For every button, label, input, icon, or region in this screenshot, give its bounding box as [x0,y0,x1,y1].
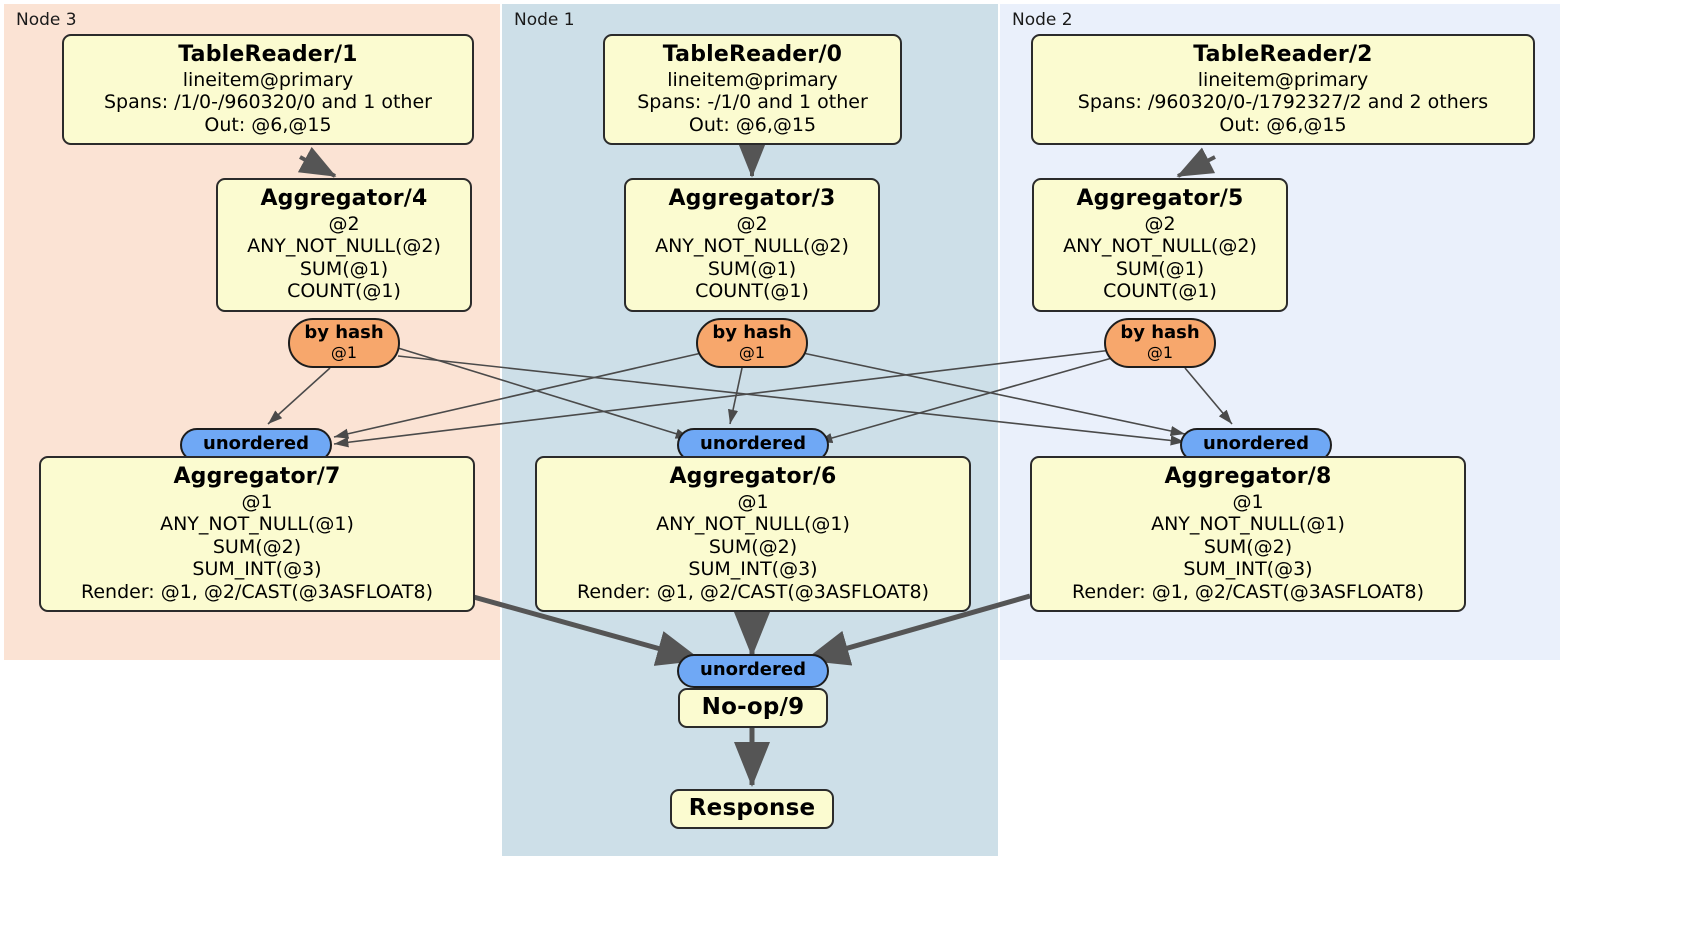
node-line: SUM(@2) [1203,535,1293,558]
pill-label: unordered [1203,433,1309,454]
pill-sublabel: @1 [330,342,358,362]
node-line: ANY_NOT_NULL(@2) [1063,235,1257,258]
node-line: SUM_INT(@3) [192,558,322,581]
node-line: SUM(@1) [707,257,797,280]
pill-label: unordered [700,433,806,454]
pill-by-hash-right[interactable]: by hash @1 [1104,318,1216,369]
pill-label: unordered [203,433,309,454]
node-title: No-op/9 [701,694,805,720]
node-line: Out: @6,@15 [688,113,817,136]
node-noop9[interactable]: No-op/9 [678,688,828,729]
node-line: @1 [737,490,769,513]
node-line: ANY_NOT_NULL(@1) [160,513,354,536]
pill-by-hash-center[interactable]: by hash @1 [696,318,808,369]
node-title: Aggregator/8 [1164,464,1332,489]
node-response[interactable]: Response [670,789,834,830]
node-title: Aggregator/6 [669,464,837,489]
node-aggregator5[interactable]: Aggregator/5 @2 ANY_NOT_NULL(@2) SUM(@1)… [1032,178,1288,312]
node-title: Aggregator/7 [173,464,341,489]
node-line: @2 [736,212,768,235]
node-line: Out: @6,@15 [1219,113,1347,136]
pill-label: by hash [1120,322,1200,343]
node-aggregator8[interactable]: Aggregator/8 @1 ANY_NOT_NULL(@1) SUM(@2)… [1030,456,1466,612]
node-line: @1 [241,490,273,513]
region-label-node2: Node 2 [1012,10,1073,30]
node-line: SUM(@2) [708,535,798,558]
node-line: SUM_INT(@3) [1183,558,1313,581]
pill-sublabel: @1 [738,342,766,362]
pill-sublabel: @1 [1146,342,1174,362]
node-aggregator6[interactable]: Aggregator/6 @1 ANY_NOT_NULL(@1) SUM(@2)… [535,456,971,612]
node-line: lineitem@primary [667,68,838,91]
node-line: SUM(@2) [212,535,302,558]
node-title: TableReader/1 [178,42,358,67]
node-line: Spans: /960320/0-/1792327/2 and 2 others [1077,91,1489,114]
node-line: Render: @1, @2/CAST(@3ASFLOAT8) [1072,580,1424,603]
node-line: Out: @6,@15 [204,113,332,136]
node-title: Aggregator/5 [1076,186,1244,211]
node-line: ANY_NOT_NULL(@1) [1151,513,1345,536]
pill-unordered-final[interactable]: unordered [677,654,829,688]
node-line: COUNT(@1) [695,280,809,303]
node-line: SUM_INT(@3) [688,558,818,581]
node-line: Render: @1, @2/CAST(@3ASFLOAT8) [81,580,433,603]
node-line: SUM(@1) [1115,257,1205,280]
node-line: Spans: /1/0-/960320/0 and 1 other [104,91,432,114]
node-title: Response [688,795,816,821]
node-line: Render: @1, @2/CAST(@3ASFLOAT8) [577,580,929,603]
node-line: lineitem@primary [182,68,354,91]
pill-label: unordered [700,659,806,680]
node-line: SUM(@1) [299,257,389,280]
node-title: Aggregator/4 [260,186,428,211]
region-label-node1: Node 1 [514,10,575,30]
node-tablereader1[interactable]: TableReader/1 lineitem@primary Spans: /1… [62,34,474,146]
node-line: COUNT(@1) [287,280,401,303]
node-line: ANY_NOT_NULL(@1) [656,513,850,536]
node-line: COUNT(@1) [1103,280,1217,303]
node-title: TableReader/0 [662,42,843,67]
node-aggregator3[interactable]: Aggregator/3 @2 ANY_NOT_NULL(@2) SUM(@1)… [624,178,880,312]
node-line: @2 [328,212,360,235]
node-title: Aggregator/3 [668,186,836,211]
pill-by-hash-left[interactable]: by hash @1 [288,318,400,369]
node-tablereader0[interactable]: TableReader/0 lineitem@primary Spans: -/… [603,34,902,146]
node-line: ANY_NOT_NULL(@2) [247,235,441,258]
region-label-node3: Node 3 [16,10,77,30]
node-aggregator7[interactable]: Aggregator/7 @1 ANY_NOT_NULL(@1) SUM(@2)… [39,456,475,612]
node-aggregator4[interactable]: Aggregator/4 @2 ANY_NOT_NULL(@2) SUM(@1)… [216,178,472,312]
pill-label: by hash [712,322,792,343]
node-line: Spans: -/1/0 and 1 other [637,91,868,114]
node-line: lineitem@primary [1197,68,1369,91]
pill-label: by hash [304,322,384,343]
node-line: @1 [1232,490,1264,513]
node-tablereader2[interactable]: TableReader/2 lineitem@primary Spans: /9… [1031,34,1535,146]
node-line: ANY_NOT_NULL(@2) [655,235,849,258]
node-title: TableReader/2 [1193,42,1373,67]
node-line: @2 [1144,212,1176,235]
